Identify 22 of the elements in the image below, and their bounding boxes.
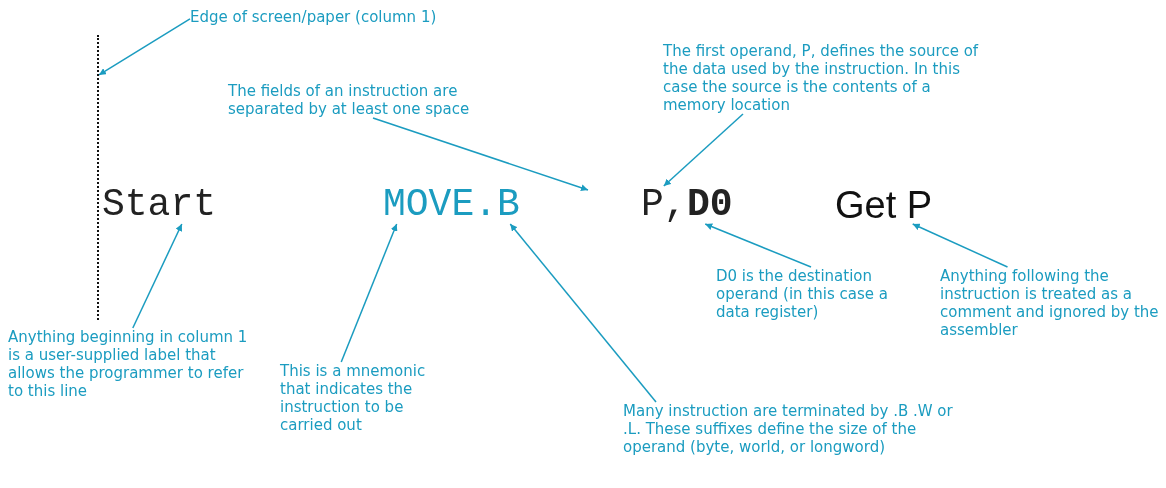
annotation-text: Edge of screen/paper (column 1) [190,8,490,26]
annotation-text: D0 is the destination operand (in this case a data register) [716,267,906,321]
leader-arrow [509,223,657,403]
operand-field: D0 [687,186,733,224]
leader-arrow [98,18,191,76]
leader-arrow [912,223,1009,268]
annotation-text: The first operand, P, defines the source of the data used by the instruction. In this case the source is the contents of a memory location [663,42,983,114]
leader-arrow [372,117,589,192]
label-field: Start [102,186,217,224]
column-edge-line [97,35,99,320]
mnemonic-field: MOVE.B [383,186,520,224]
leader-arrow [340,223,398,363]
annotation-text: The fields of an instruction are separated by at least one space [228,82,518,118]
annotation-text: Many instruction are terminated by .B .W or .L. These suffixes define the size of the operand (byte, world, or longword) [623,402,953,456]
leader-arrow [704,223,812,268]
leader-arrow [663,113,744,187]
operand-field: P, [641,186,687,224]
annotation-text: This is a mnemonic that indicates the instruction to be carried out [280,362,455,434]
annotation-text: Anything following the instruction is treated as a comment and ignored by the assembler [940,267,1165,339]
leader-arrow [132,223,183,329]
comment-field: Get P [835,186,933,224]
annotation-text: Anything beginning in column 1 is a user-supplied label that allows the programmer to refer to this line [8,328,248,400]
